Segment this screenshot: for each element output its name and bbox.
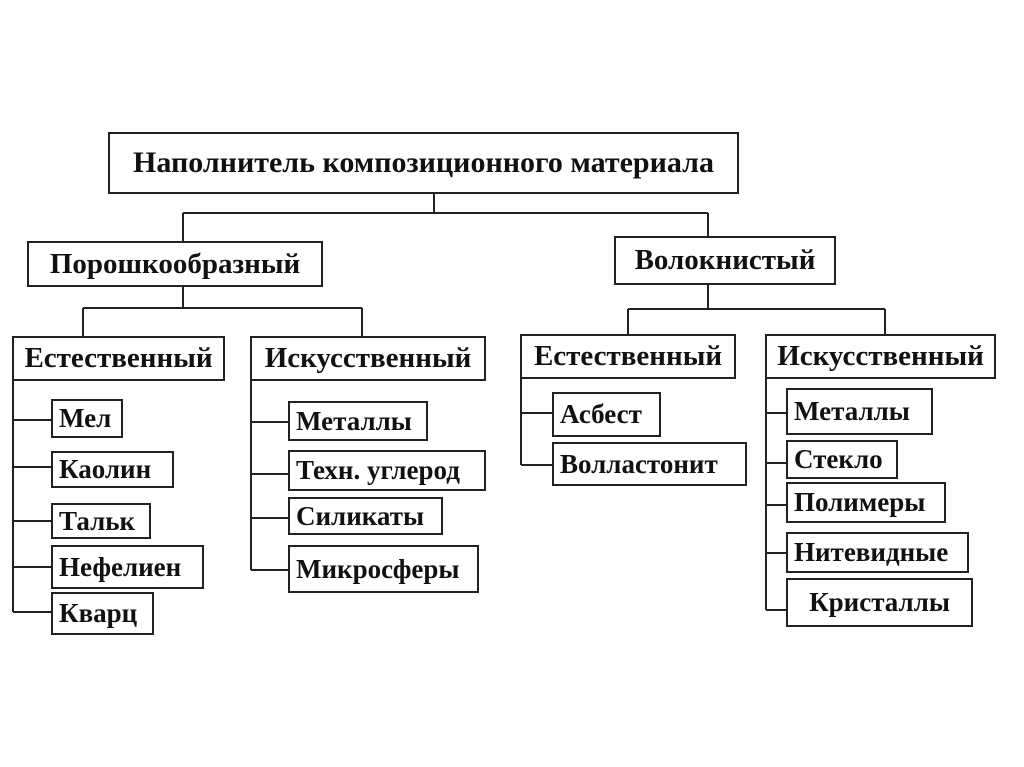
leaf-metals-powder: Металлы (288, 401, 428, 441)
leaf-nepheline: Нефелиен (51, 545, 204, 589)
leaf-crystals: Кристаллы (786, 578, 973, 627)
connector-root (182, 194, 709, 242)
root-node: Наполнитель композиционного материала (108, 132, 739, 194)
node-fibrous: Волокнистый (614, 236, 836, 285)
node-fibrous-natural: Естественный (520, 334, 736, 379)
leaf-metals-fibrous: Металлы (786, 388, 933, 435)
leaf-polymers: Полимеры (786, 482, 946, 523)
leaf-whiskers: Нитевидные (786, 532, 969, 573)
connector-powder-natural (12, 380, 51, 613)
leaf-wollastonite: Волластонит (552, 442, 747, 486)
node-fibrous-artificial: Искусственный (765, 334, 996, 379)
leaf-quartz: Кварц (51, 592, 154, 635)
connector-fibrous-natural (520, 378, 552, 466)
leaf-talc: Тальк (51, 503, 151, 539)
leaf-microspheres: Микросферы (288, 545, 479, 593)
connector-powder (82, 287, 363, 336)
leaf-glass: Стекло (786, 440, 898, 479)
leaf-asbestos: Асбест (552, 392, 661, 437)
connector-powder-artificial (250, 380, 288, 571)
leaf-mel: Мел (51, 399, 123, 438)
connector-fibrous (627, 285, 886, 334)
node-powder-natural: Естественный (12, 336, 225, 381)
leaf-carbon-black: Техн. углерод (288, 450, 486, 491)
leaf-silicates: Силикаты (288, 497, 443, 535)
leaf-kaolin: Каолин (51, 451, 174, 488)
node-powder-artificial: Искусственный (250, 336, 486, 381)
connector-fibrous-artificial (765, 378, 786, 611)
node-powder: Порошкообразный (27, 241, 323, 287)
